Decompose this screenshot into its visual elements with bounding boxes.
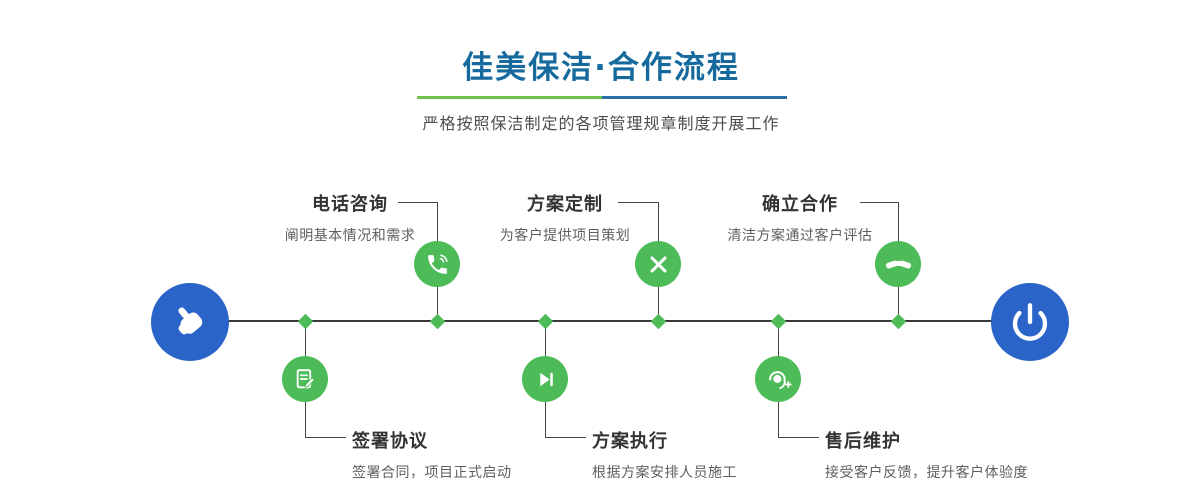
phone-icon	[427, 254, 448, 274]
timeline-end-node	[991, 283, 1069, 361]
timeline-start-node	[151, 283, 229, 361]
step-title: 确立合作	[762, 194, 838, 215]
connector-line	[398, 202, 438, 203]
timeline-node-diamond	[429, 313, 445, 329]
timeline-node-diamond	[770, 313, 786, 329]
step-node-service	[755, 356, 801, 402]
step-title: 方案执行	[592, 431, 668, 452]
step-desc: 根据方案安排人员施工	[592, 465, 737, 481]
step-plan-customize: 方案定制 为客户提供项目策划	[463, 190, 667, 245]
step-title: 签署协议	[352, 431, 428, 452]
page-title: 佳美保洁·合作流程	[462, 50, 740, 86]
timeline-node-diamond	[537, 313, 553, 329]
step-desc: 阐明基本情况和需求	[284, 228, 416, 244]
handshake-icon	[885, 259, 911, 269]
connector-line	[618, 202, 659, 203]
step-node-execute	[522, 356, 568, 402]
play-icon	[539, 372, 553, 386]
power-icon	[1012, 303, 1048, 341]
contract-icon	[296, 368, 315, 388]
timeline-node-diamond	[650, 313, 666, 329]
step-desc: 清洁方案通过客户评估	[727, 228, 873, 244]
step-node-cooperation	[875, 241, 921, 287]
connector-line	[778, 437, 819, 438]
step-desc: 接受客户反馈，提升客户体验度	[825, 465, 1028, 481]
divider-green-segment	[417, 96, 602, 99]
step-title: 售后维护	[825, 431, 901, 452]
step-title: 方案定制	[527, 194, 603, 215]
divider-blue-segment	[602, 96, 787, 99]
connector-line	[305, 437, 346, 438]
step-aftersales-maintenance: 售后维护 接受客户反馈，提升客户体验度	[825, 427, 1028, 482]
timeline-line	[190, 320, 1032, 322]
step-phone-consult: 电话咨询 阐明基本情况和需求	[248, 190, 452, 245]
step-node-design	[635, 241, 681, 287]
step-plan-execution: 方案执行 根据方案安排人员施工	[592, 427, 737, 482]
step-desc: 为客户提供项目策划	[499, 228, 631, 244]
timeline-node-diamond	[297, 313, 313, 329]
pointing-hand-icon	[178, 307, 203, 335]
step-establish-cooperation: 确立合作 清洁方案通过客户评估	[698, 190, 902, 245]
step-sign-agreement: 签署协议 签署合同，项目正式启动	[352, 427, 512, 482]
customer-service-icon	[768, 370, 792, 389]
connector-line	[545, 437, 586, 438]
title-divider	[417, 96, 787, 99]
connector-line	[860, 202, 899, 203]
page-subtitle: 严格按照保洁制定的各项管理规章制度开展工作	[422, 114, 780, 133]
step-title: 电话咨询	[312, 194, 388, 215]
step-desc: 签署合同，项目正式启动	[352, 465, 512, 481]
step-node-contract	[282, 356, 328, 402]
step-node-phone	[414, 241, 460, 287]
timeline-node-diamond	[890, 313, 906, 329]
design-tools-icon	[650, 255, 667, 273]
